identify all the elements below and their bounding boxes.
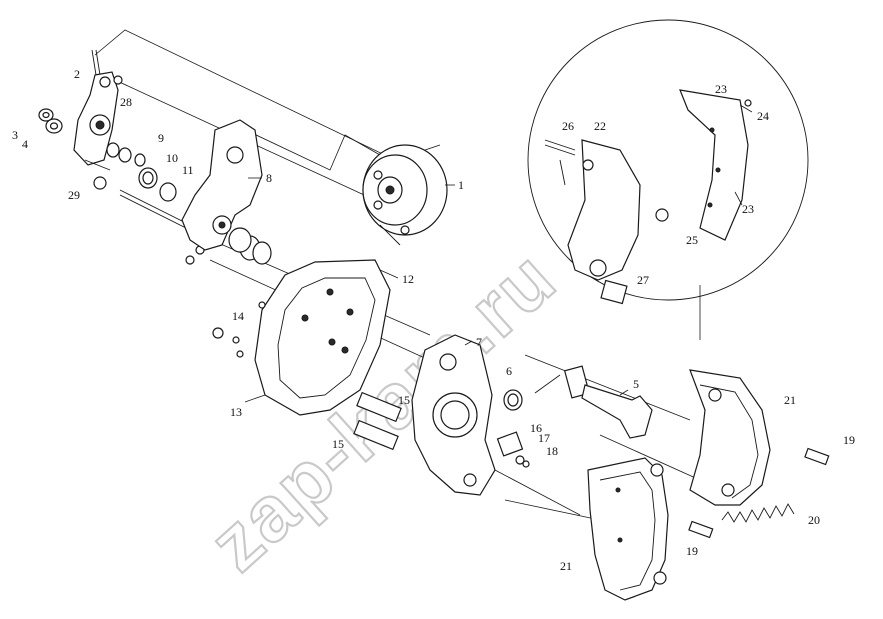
callout-19-bottom: 19 <box>686 544 698 558</box>
inset-shoe-assembly <box>544 89 752 305</box>
brake-shoe-upper-part-21 <box>689 369 771 506</box>
callout-4: 4 <box>22 137 28 151</box>
rollers-part-19 <box>688 447 830 539</box>
callout-22: 22 <box>594 119 606 133</box>
bolts-part-14 <box>212 301 266 358</box>
callout-8: 8 <box>266 171 272 185</box>
callout-21-upper: 21 <box>784 393 796 407</box>
bolts-and-shaft-left <box>119 182 272 265</box>
washer-near-2 <box>113 75 123 85</box>
callout-23-bottom: 23 <box>742 202 754 216</box>
callout-5: 5 <box>633 377 639 391</box>
camshaft-part-5 <box>534 365 653 439</box>
callout-27: 27 <box>637 273 649 287</box>
callout-1: 1 <box>458 178 464 192</box>
callout-15-upper: 15 <box>398 393 410 407</box>
callout-24: 24 <box>757 109 769 123</box>
callout-15-lower: 15 <box>332 437 344 451</box>
callout-13: 13 <box>230 405 242 419</box>
brake-chamber-part-1 <box>362 144 448 246</box>
callout-6: 6 <box>506 364 512 378</box>
spider-anchor-part-7 <box>411 334 496 496</box>
washers-part-3-4 <box>38 108 63 134</box>
callout-19-right: 19 <box>843 433 855 447</box>
return-spring-part-20 <box>721 503 795 523</box>
callout-leaders <box>244 104 753 403</box>
seal-part-6 <box>503 389 523 411</box>
callout-28: 28 <box>120 95 132 109</box>
callout-12: 12 <box>402 272 414 286</box>
callout-7: 7 <box>476 335 482 349</box>
callout-17: 17 <box>538 431 550 445</box>
callout-16: 16 <box>530 421 542 435</box>
callout-29: 29 <box>68 188 80 202</box>
callout-21-lower: 21 <box>560 559 572 573</box>
callout-11: 11 <box>182 163 194 177</box>
brake-shoe-lower-part-21 <box>587 457 669 601</box>
callout-23-top: 23 <box>715 82 727 96</box>
callout-3: 3 <box>12 128 18 142</box>
callout-10: 10 <box>166 151 178 165</box>
bracket-part-8 <box>181 119 263 251</box>
callout-14: 14 <box>232 309 244 323</box>
callout-26: 26 <box>562 119 574 133</box>
callout-2: 2 <box>74 67 80 81</box>
callout-25: 25 <box>686 233 698 247</box>
bushings-part-15 <box>353 391 402 451</box>
callout-18: 18 <box>546 444 558 458</box>
callout-20: 20 <box>808 513 820 527</box>
detail-inset-circle <box>527 19 809 301</box>
bushings-seals-part-9-10-29 <box>84 142 158 190</box>
clip-part-16-17-18 <box>496 431 530 468</box>
dust-shield-part-12-13 <box>254 259 391 416</box>
pin-part-2 <box>91 49 101 76</box>
callout-9: 9 <box>158 131 164 145</box>
callout-labels: 1 2 3 4 5 6 7 8 9 10 11 12 13 14 15 15 1… <box>12 67 855 573</box>
